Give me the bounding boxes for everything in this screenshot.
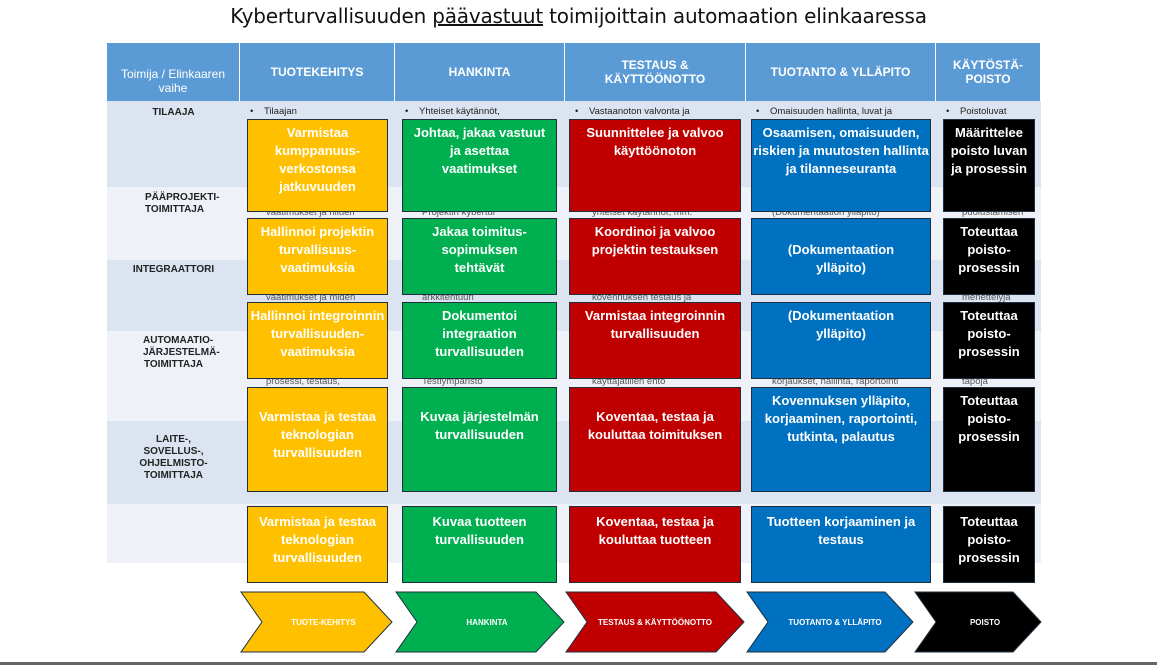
header-phase-tuotekehitys: TUOTEKEHITYS xyxy=(240,43,395,101)
divider xyxy=(0,662,1157,665)
bg-text: (Dokumentaation ylläpito) xyxy=(772,207,880,218)
header-phase-hankinta: HANKINTA xyxy=(395,43,565,101)
bg-text: korjaukset, hallinta, raportointi xyxy=(772,376,899,387)
box-hankinta-tilaaja: Johtaa, jakaa vastuut ja asettaa vaatimu… xyxy=(402,119,557,212)
box-poisto-automaatiotoimittaja: Toteuttaa poisto-prosessin xyxy=(943,387,1035,492)
box-tuotanto-tilaaja: Osaamisen, omaisuuden, riskien ja muutos… xyxy=(751,119,931,212)
bg-text: •Poistoluvat xyxy=(946,106,1007,117)
row-label-tilaaja: TILAAJA xyxy=(152,107,195,118)
bg-text: •Yhteiset käytännöt, xyxy=(405,106,500,117)
bg-text: •Vastaanoton valvonta ja xyxy=(575,106,690,117)
bg-text: Projektin kybertur xyxy=(422,207,496,218)
arrow-label: TUOTE-KEHITYS xyxy=(291,617,356,627)
box-poisto-integraattori: Toteuttaa poisto-prosessin xyxy=(943,302,1035,379)
box-testaus-automaatiotoimittaja: Koventaa, testaa ja kouluttaa toimitukse… xyxy=(569,387,741,492)
box-hankinta-paaprojekti: Jakaa toimitus-sopimuksen tehtävät xyxy=(402,218,557,295)
row-label-automaatiojarjestelmatoimittaja: AUTOMAATIO-JÄRJESTELMÄ-TOIMITTAJA xyxy=(143,335,220,370)
bg-text: •Omaisuuden hallinta, luvat ja xyxy=(756,106,892,117)
box-testaus-tilaaja: Suunnittelee ja valvoo käyttöönoton xyxy=(569,119,741,212)
box-poisto-tilaaja: Määrittelee poisto luvan ja prosessin xyxy=(943,119,1035,212)
box-tuotekehitys-automaatiotoimittaja: Varmistaa ja testaa teknologian turvalli… xyxy=(247,387,388,492)
phase-arrow-tuotanto: TUOTANTO & YLLÄPITO xyxy=(746,591,914,653)
box-tuotanto-integraattori: (Dokumentaation ylläpito) xyxy=(751,302,931,379)
header-phase-testaus: TESTAUS & KÄYTTÖÖNOTTO xyxy=(565,43,746,101)
chevron-arrow-icon xyxy=(746,591,914,653)
arrow-label: POISTO xyxy=(969,617,1001,627)
box-testaus-paaprojekti: Koordinoi ja valvoo projektin testauksen xyxy=(569,218,741,295)
bg-text: vaatimukset ja miden xyxy=(266,292,356,303)
chevron-arrow-icon xyxy=(395,591,565,653)
box-hankinta-automaatiotoimittaja: Kuvaa järjestelmän turvallisuuden xyxy=(402,387,557,492)
header-phase-tuotanto: TUOTANTO & YLLÄPITO xyxy=(746,43,936,101)
bg-text: Testiympäristö xyxy=(422,376,483,387)
box-poisto-paaprojekti: Toteuttaa poisto-prosessin xyxy=(943,218,1035,295)
phase-arrow-testaus: TESTAUS & KÄYTTÖÖNOTTO xyxy=(565,591,745,653)
box-tuotekehitys-integraattori: Hallinnoi integroinnin turvallisuuden-va… xyxy=(247,302,388,379)
phase-arrow-tuotekehitys: TUOTE-KEHITYS xyxy=(240,591,393,653)
bg-text: menettelyjä xyxy=(962,292,1011,303)
phase-arrow-hankinta: HANKINTA xyxy=(395,591,565,653)
header-phase-poisto: KÄYTÖSTÄ-POISTO xyxy=(936,43,1041,101)
box-hankinta-integraattori: Dokumentoi integraation turvallisuuden xyxy=(402,302,557,379)
box-tuotekehitys-laitetoimittaja: Varmistaa ja testaa teknologian turvalli… xyxy=(247,506,388,583)
chevron-arrow-icon xyxy=(240,591,393,653)
bg-text: tapoja xyxy=(962,376,988,387)
title-part1: Kyberturvallisuuden xyxy=(230,4,433,28)
bg-text: kovennuksen testaus ja xyxy=(592,292,692,303)
row-label-laitetoimittaja: LAITE-, SOVELLUS-, OHJELMISTO-TOIMITTAJA xyxy=(139,434,208,481)
arrow-label: TUOTANTO & YLLÄPITO xyxy=(788,617,882,627)
phase-arrow-poisto: POISTO xyxy=(914,591,1042,653)
box-hankinta-laitetoimittaja: Kuvaa tuotteen turvallisuuden xyxy=(402,506,557,583)
arrow-label: TESTAUS & KÄYTTÖÖNOTTO xyxy=(598,617,712,627)
row-label-integraattori: INTEGRAATTORI xyxy=(132,264,215,275)
box-tuotekehitys-paaprojekti: Hallinnoi projektin turvallisuus-vaatimu… xyxy=(247,218,388,295)
header-corner: Toimija / Elinkaaren vaihe xyxy=(107,43,240,101)
bg-text: vaatimukset ja hiiden xyxy=(266,207,355,218)
box-testaus-laitetoimittaja: Koventaa, testaa ja kouluttaa tuotteen xyxy=(569,506,741,583)
bg-text: •Tilaajan xyxy=(250,106,297,117)
title-underlined: päävastuut xyxy=(432,4,543,28)
chevron-arrow-icon xyxy=(914,591,1042,653)
bg-text: yhteiset käytännöt, mm. xyxy=(592,207,693,218)
bg-text: puolustamisen xyxy=(962,207,1024,218)
box-poisto-laitetoimittaja: Toteuttaa poisto-prosessin xyxy=(943,506,1035,583)
box-tuotekehitys-tilaaja: Varmistaa kumppanuus-verkostonsa jatkuvu… xyxy=(247,119,388,212)
box-tuotanto-paaprojekti: (Dokumentaation ylläpito) xyxy=(751,218,931,295)
title-part2: toimijoittain automaation elinkaaressa xyxy=(542,4,927,28)
box-tuotanto-laitetoimittaja: Tuotteen korjaaminen ja testaus xyxy=(751,506,931,583)
page-title: Kyberturvallisuuden päävastuut toimijoit… xyxy=(0,4,1157,28)
bg-text: käyttäjätilien ehto xyxy=(592,376,666,387)
bg-text: prosessi, testaus, xyxy=(266,376,340,387)
chevron-arrow-icon xyxy=(565,591,745,653)
bg-text: arkkitehtuuri xyxy=(422,292,474,303)
row-label-paaprojektitoimittaja: PÄÄPROJEKTI-TOIMITTAJA xyxy=(145,192,220,215)
box-tuotanto-automaatiotoimittaja: Kovennuksen ylläpito, korjaaminen, rapor… xyxy=(751,387,931,492)
box-testaus-integraattori: Varmistaa integroinnin turvallisuuden xyxy=(569,302,741,379)
arrow-label: HANKINTA xyxy=(466,617,508,627)
